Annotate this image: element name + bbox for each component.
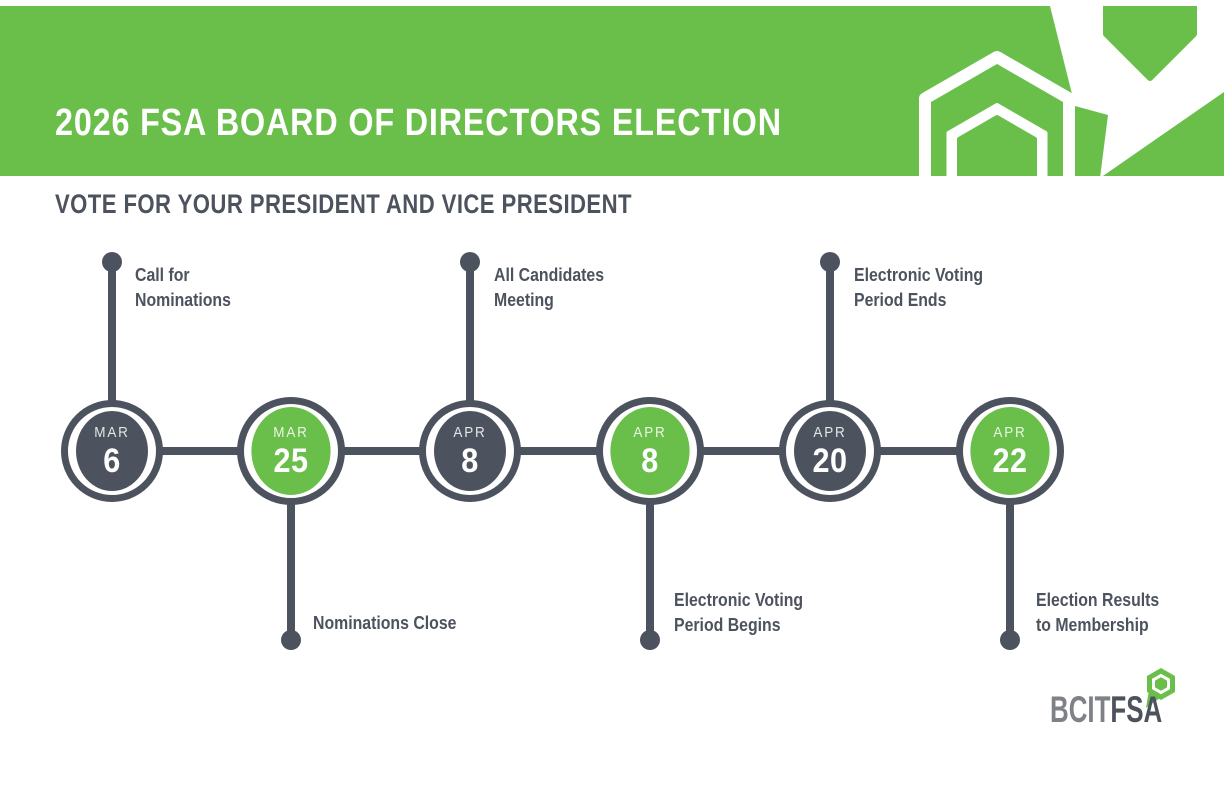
timeline-node-apr-8-dark: APR 8 [419,400,521,502]
timeline-dot-5 [820,252,840,272]
node-date: APR 20 [794,411,866,491]
timeline-stem-4 [646,451,654,641]
logo-wordmark: BCITFSA [1050,691,1162,729]
timeline-node-apr-20: APR 20 [779,400,881,502]
decoration-plate-hexagon [1103,6,1197,81]
logo-tail [1146,690,1160,708]
page-title: 2026 FSA BOARD OF DIRECTORS ELECTION [55,102,782,144]
decoration-inner-hexagon-core [957,115,1037,176]
node-date: MAR 25 [251,407,331,495]
timeline-stem-5 [826,260,834,451]
decoration-hexagon-outline [919,51,1075,176]
timeline-label-5: Electronic Voting Period Ends [854,265,984,310]
node-date: APR 8 [610,407,690,495]
logo-prefix: BCIT [1050,689,1111,730]
logo-hexagon [1147,668,1175,700]
timeline-label-1: Call for Nominations [135,265,231,310]
timeline-dot-6 [1000,630,1020,650]
banner: 2026 FSA BOARD OF DIRECTORS ELECTION [0,6,1224,176]
timeline-dot-4 [640,630,660,650]
timeline-node-mar-25: MAR 25 [237,397,345,505]
subtitle: VOTE FOR YOUR PRESIDENT AND VICE PRESIDE… [55,189,632,219]
timeline-stem-2 [287,451,295,641]
node-date: MAR 6 [76,411,148,491]
timeline-node-apr-8-green: APR 8 [596,397,704,505]
node-date: APR 22 [970,407,1050,495]
timeline-dot-2 [281,630,301,650]
timeline-node-mar-6: MAR 6 [61,400,163,502]
logo-inner-hexagon-outline [1152,673,1170,695]
timeline-stem-6 [1006,451,1014,641]
timeline-node-apr-22: APR 22 [956,397,1064,505]
timeline-label-3: All Candidates Meeting [494,265,605,310]
timeline-stem-3 [466,260,474,451]
timeline-label-2: Nominations Close [313,613,457,633]
node-date: APR 8 [434,411,506,491]
hexagon-pattern-decoration [919,6,1224,176]
timeline-dot-3 [460,252,480,272]
timeline-label-6: Election Results to Membership [1036,590,1160,635]
timeline-label-4: Electronic Voting Period Begins [674,590,804,635]
timeline-stem-1 [108,260,116,451]
logo-suffix: FSA [1110,689,1163,730]
fsa-hexagon-logo-icon [1146,668,1175,708]
timeline-connector-line [112,447,1010,455]
timeline-dot-1 [102,252,122,272]
